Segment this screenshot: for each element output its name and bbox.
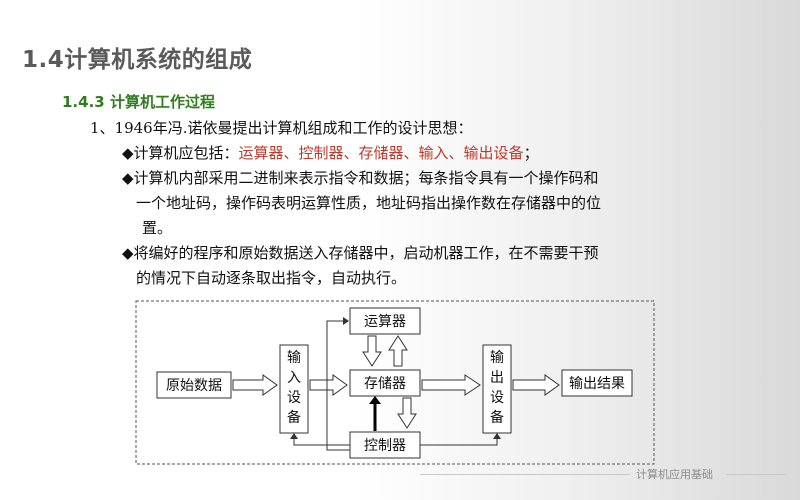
input-char-3: 设: [287, 390, 301, 406]
input-char-1: 输: [287, 350, 301, 366]
result-box: [561, 369, 633, 397]
memory-label: 存储器: [364, 376, 406, 392]
line-control-to-alu-head: [343, 317, 349, 325]
section-number: 1.4.3: [62, 93, 105, 111]
memory-box: [349, 369, 421, 397]
bullet-components-highlight: 运算器、控制器、存储器、输入、输出设备: [238, 144, 524, 162]
line-control-to-output-head: [493, 433, 501, 439]
arrow-alu-to-memory: [362, 335, 382, 367]
bullet-binary-line-3: 置。: [142, 219, 173, 237]
bullet-binary: ◆计算机内部采用二进制来表示指令和数据；每条指令具有一个操作码和 一个地址码，操…: [122, 166, 612, 241]
alu-box: [349, 307, 421, 335]
input-device-box: [279, 344, 309, 434]
result-label: 输出结果: [569, 376, 625, 392]
bullet-components-suffix: ；: [523, 144, 539, 162]
line-control-to-input-head: [290, 433, 298, 439]
output-char-1: 输: [490, 350, 504, 366]
line-control-to-alu: [326, 320, 350, 451]
source-label: 原始数据: [166, 378, 222, 394]
footer-divider-right: [726, 474, 786, 475]
bullet-components: ◆计算机应包括：运算器、控制器、存储器、输入、输出设备；: [122, 141, 612, 166]
output-char-3: 设: [490, 390, 504, 406]
input-char-4: 备: [287, 409, 301, 426]
bullet-components-prefix: ◆计算机应包括：: [122, 144, 239, 162]
input-char-2: 入: [287, 370, 301, 386]
bullet-program: ◆将编好的程序和原始数据送入存储器中，启动机器工作，在不需要干预 的情况下自动逐…: [122, 241, 612, 291]
line-control-to-input: [293, 437, 350, 446]
arrow-source-to-input: [232, 374, 278, 396]
output-device-box: [482, 344, 512, 434]
slide-title: 1.4计算机系统的组成: [22, 47, 253, 73]
output-char-2: 出: [490, 370, 504, 386]
alu-label: 运算器: [364, 314, 406, 330]
arrow-memory-to-output: [421, 374, 481, 396]
footer-divider-left: [420, 474, 630, 475]
arrow-memory-to-alu: [388, 335, 408, 367]
arrow-output-to-result: [512, 374, 560, 396]
bullet-binary-line-1: ◆计算机内部采用二进制来表示指令和数据；每条指令具有一个操作码和: [122, 169, 599, 187]
arrow-control-to-memory-head: [369, 396, 381, 404]
von-neumann-diagram: 原始数据 输 入 设 备 运算器 存储器 控制器 输 出 设 备 输出结果: [135, 300, 655, 465]
arrow-input-to-memory: [309, 374, 348, 396]
output-char-4: 备: [490, 409, 504, 426]
arrow-memory-to-control: [397, 397, 417, 429]
section-heading: 1.4.3 计算机工作过程: [62, 91, 215, 112]
diagram-border: [135, 300, 655, 465]
bullet-program-line-1: ◆将编好的程序和原始数据送入存储器中，启动机器工作，在不需要干预: [122, 244, 599, 262]
bullet-program-line-2: 的情况下自动逐条取出指令，自动执行。: [136, 269, 407, 287]
control-label: 控制器: [364, 438, 406, 454]
source-box: [156, 371, 232, 399]
bullet-binary-line-2: 一个地址码，操作码表明运算性质，地址码指出操作数在存储器中的位: [136, 194, 602, 212]
point-1: 1、1946年冯.诺依曼提出计算机组成和工作的设计思想：: [90, 119, 473, 137]
line-control-to-output: [420, 437, 498, 446]
section-title: 计算机工作过程: [109, 93, 215, 111]
footer-course-name: 计算机应用基础: [636, 468, 713, 481]
